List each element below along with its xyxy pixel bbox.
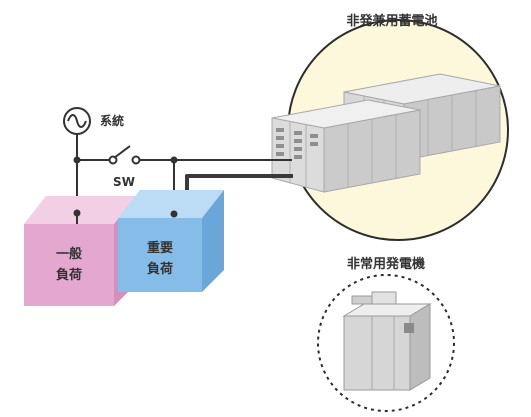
general-load-label-2: 負荷 [56,267,82,283]
generator-unit [342,291,432,391]
generator-group: 非常用発電機 [317,256,455,412]
general-load-label-1: 一般 [56,246,82,262]
switch-label: SW [113,175,135,189]
switch-icon [108,145,141,165]
battery-cabinet-front [271,99,421,193]
junction-node [170,156,178,164]
generator-title: 非常用発電機 [347,256,425,272]
general-load-box: 一般 負荷 [24,196,136,306]
battery-title: 非発兼用蓄電池 [346,13,437,29]
junction-node [73,156,81,164]
important-load-label-1: 重要 [147,240,173,256]
ac-source-icon [63,107,91,135]
battery-group: 非発兼用蓄電池 [271,13,509,241]
important-load-box: 重要 負荷 [118,190,224,292]
important-load-label-2: 負荷 [147,261,173,277]
grid-label: 系統 [100,113,124,128]
